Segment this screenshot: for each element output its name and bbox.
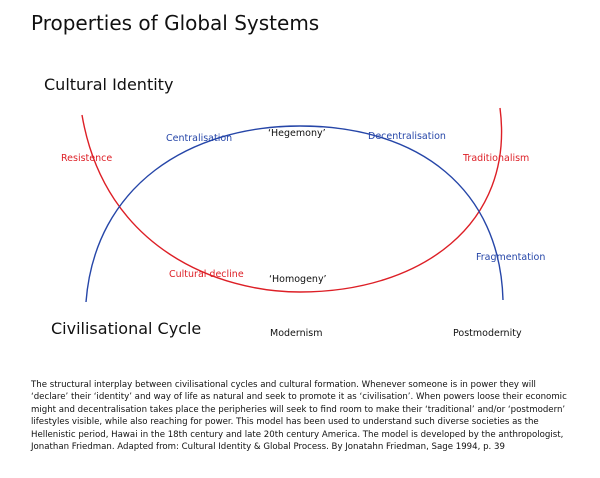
- civilisational-cycle-curve: [85, 125, 504, 303]
- label-resistence: Resistence: [61, 153, 113, 164]
- axis-label-civilisational-cycle: Civilisational Cycle: [51, 319, 202, 338]
- label-hegemony: ‘Hegemony’: [268, 128, 326, 139]
- cycle-diagram: [81, 107, 504, 303]
- label-cultural-decline: Cultural decline: [169, 269, 244, 280]
- page-title: Properties of Global Systems: [31, 11, 320, 35]
- label-modernism: Modernism: [270, 328, 323, 339]
- label-fragmentation: Fragmentation: [476, 252, 546, 263]
- caption-text: The structural interplay between civilis…: [31, 380, 567, 453]
- label-centralisation: Centralisation: [166, 133, 233, 144]
- cultural-identity-curve: [81, 107, 503, 293]
- label-homogeny: ‘Homogeny’: [269, 274, 327, 285]
- label-postmodernity: Postmodernity: [453, 328, 522, 339]
- axis-label-cultural-identity: Cultural Identity: [44, 75, 174, 94]
- label-decentralisation: Decentralisation: [368, 131, 446, 142]
- label-traditionalism: Traditionalism: [463, 153, 530, 164]
